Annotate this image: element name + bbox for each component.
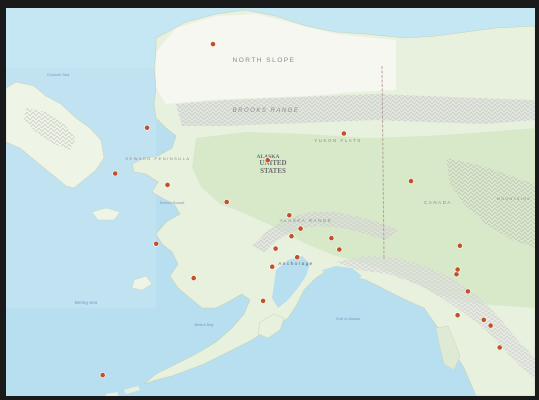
location-marker-homer[interactable] [269, 263, 276, 270]
location-marker-whitehorse[interactable] [456, 242, 463, 249]
location-markers [99, 41, 503, 378]
norton-sound-label: Norton Sound [160, 200, 185, 205]
us-canada-border [381, 65, 385, 261]
alaska-label: ALASKA [257, 154, 280, 160]
location-marker-seward[interactable] [294, 254, 301, 261]
prince-william-sound [322, 266, 362, 282]
location-marker-mcgrath[interactable] [223, 199, 230, 205]
location-marker-skagway[interactable] [454, 266, 461, 273]
gulf-of-alaska-label: Gulf of Alaska [336, 316, 361, 321]
seward-peninsula-label: SEWARD PENINSULA [125, 156, 190, 161]
location-marker-wrangell[interactable] [487, 322, 494, 329]
location-marker-petersburg[interactable] [480, 316, 487, 323]
location-marker-talkeetna[interactable] [286, 212, 293, 219]
location-marker-ketchikan[interactable] [496, 344, 503, 351]
location-marker-juneau[interactable] [464, 288, 471, 295]
location-marker-utqiagvik[interactable] [210, 41, 216, 47]
location-marker-kodiak[interactable] [260, 297, 266, 304]
location-marker-dawson[interactable] [408, 178, 414, 184]
location-marker-fort-yukon[interactable] [340, 130, 347, 137]
location-marker-valdez[interactable] [328, 235, 335, 241]
bering-sea-label: Bering Sea [75, 300, 98, 305]
chukchi-sea-label: Chukchi Sea [47, 72, 70, 77]
chukotka-peak [24, 108, 76, 150]
brooks-range-label: BROOKS RANGE [233, 108, 300, 114]
nunivak-island [131, 275, 153, 291]
st-elias-shade [336, 256, 535, 380]
mountains-label: MOUNTAINS [497, 197, 531, 201]
location-marker-kenai[interactable] [272, 245, 279, 252]
north-slope-label: NORTH SLOPE [233, 57, 296, 64]
united-label: UNITED [259, 159, 286, 167]
location-marker-dillingham[interactable] [190, 275, 197, 281]
panhandle-islands [435, 325, 461, 371]
location-marker-haines[interactable] [453, 271, 460, 278]
location-marker-palmer[interactable] [297, 225, 304, 232]
states-label: STATES [260, 167, 286, 175]
canada-label: CANADA [424, 200, 452, 205]
location-marker-anchorage[interactable] [288, 233, 295, 240]
yukon-flats-label: YUKON FLATS [314, 138, 361, 143]
alaska-range-label: ALASKA RANGE [279, 218, 333, 223]
mackenzie-mountains [446, 158, 535, 248]
st-lawrence-island [91, 207, 121, 221]
bristol-bay-label: Bristol Bay [194, 322, 213, 327]
location-marker-cordova[interactable] [336, 246, 343, 253]
anchorage-label: Anchorage [278, 261, 313, 266]
location-marker-unalakleet[interactable] [164, 181, 171, 188]
location-marker-tanana[interactable] [264, 157, 271, 164]
brooks-range [176, 94, 535, 126]
aleutian-island-1 [124, 386, 140, 394]
location-marker-sitka[interactable] [454, 312, 461, 319]
aleutian-island-2 [106, 392, 118, 396]
location-marker-unalaska[interactable] [99, 372, 106, 378]
cook-inlet [272, 256, 310, 308]
location-marker-bethel[interactable] [153, 240, 160, 247]
map-canvas[interactable]: NORTH SLOPE BROOKS RANGE ALASKA UNITED S… [6, 8, 535, 396]
alaska-range-shade [252, 212, 398, 252]
north-slope-tundra [156, 14, 396, 104]
brooks-range-shade [176, 94, 535, 126]
kodiak-island [257, 313, 285, 339]
location-marker-kotzebue[interactable] [144, 124, 150, 131]
location-marker-nome[interactable] [112, 170, 119, 177]
